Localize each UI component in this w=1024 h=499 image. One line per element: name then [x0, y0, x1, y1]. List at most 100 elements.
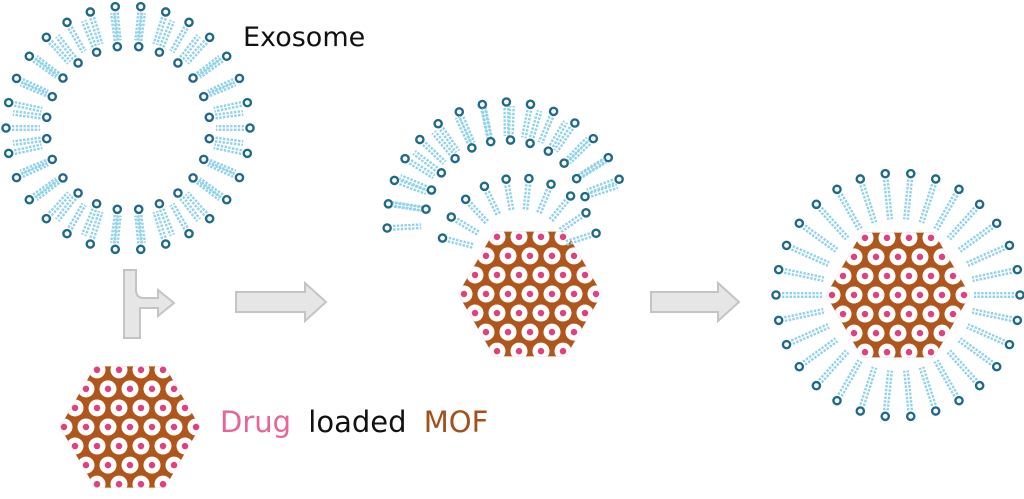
drug-molecule: [482, 252, 490, 260]
lipid-molecule: [133, 204, 147, 244]
lipid-tail: [840, 361, 863, 397]
lipid-tail: [36, 55, 61, 74]
mof-pore: [176, 366, 194, 379]
lipid-molecule: [152, 210, 171, 249]
lipid-tail: [199, 60, 224, 79]
lipid-molecule: [771, 290, 822, 300]
lipid-tail: [162, 21, 176, 48]
lipid-tail: [208, 162, 235, 176]
lipid-tail: [580, 158, 606, 175]
lipid-molecule: [520, 99, 536, 139]
lipid-head: [204, 32, 215, 43]
lipid-molecule: [855, 174, 878, 224]
mof-pore: [802, 287, 819, 304]
lipid-head: [188, 73, 198, 83]
lipid-tail: [57, 198, 77, 222]
lipid-head: [110, 244, 121, 255]
lipid-molecule: [974, 290, 1024, 300]
lipid-head: [221, 194, 232, 205]
mof-pore: [66, 475, 84, 488]
exosome-vesicle: [1, 1, 255, 255]
lipid-head: [133, 41, 144, 52]
lipid-molecule: [213, 97, 253, 113]
lipid-tail: [393, 226, 422, 231]
lipid-molecule: [902, 168, 916, 220]
lipid-tail: [886, 179, 894, 220]
lipid-head: [436, 168, 447, 178]
lipid-tail: [481, 108, 489, 137]
lipid-tail: [208, 80, 235, 94]
lipid-tail: [140, 13, 147, 42]
drug-molecule: [115, 442, 123, 450]
drug-molecule: [82, 461, 90, 469]
lipid-head: [1, 123, 11, 133]
lipid-tail: [215, 113, 244, 120]
drug-molecule: [93, 404, 101, 412]
lipid-tail: [524, 110, 533, 139]
lipid-molecule: [398, 174, 437, 195]
lipid-tail: [136, 12, 143, 41]
lipid-tail: [532, 110, 543, 139]
lipid-molecule: [481, 107, 496, 147]
lipid-tail: [195, 182, 220, 201]
drug-molecule: [526, 252, 534, 260]
lipid-head: [501, 174, 511, 185]
lipid-tail: [14, 100, 43, 110]
lipid-molecule: [188, 55, 222, 83]
drug-molecule: [105, 348, 111, 354]
lipid-molecule: [41, 32, 72, 65]
lipid-head: [184, 228, 194, 239]
lipid-head: [73, 188, 83, 198]
drug-molecule: [526, 328, 534, 336]
mof-pore: [576, 231, 594, 246]
drug-molecule: [181, 442, 189, 450]
process-arrow-1: [235, 280, 328, 324]
lipid-head: [47, 91, 58, 102]
lipid-molecule: [216, 123, 255, 133]
lipid-head: [781, 339, 792, 350]
lipid-molecule: [811, 349, 850, 391]
lipid-head: [160, 7, 171, 17]
drug-molecule: [559, 309, 567, 317]
lipid-tail: [70, 204, 87, 230]
lipid-tail: [13, 104, 42, 113]
lipid-molecule: [525, 109, 543, 149]
lipid-head: [811, 380, 822, 391]
lipid-tail: [507, 105, 512, 135]
lipid-molecule: [34, 55, 68, 83]
lipid-tail: [456, 217, 481, 233]
lipid-molecule: [80, 198, 102, 237]
lipid-tail: [818, 209, 847, 241]
lipid-head: [204, 112, 215, 123]
lipid-tail: [57, 34, 77, 58]
lipid-head: [110, 1, 121, 12]
drug-molecule: [927, 272, 935, 280]
lipid-molecule: [391, 200, 431, 214]
lipid-head: [91, 198, 102, 209]
drug-molecule: [115, 366, 123, 374]
lipid-molecule: [832, 184, 863, 231]
drug-molecule: [828, 291, 836, 299]
drug-molecule: [548, 290, 556, 298]
lipid-tail: [859, 366, 874, 406]
lipid-tail: [837, 194, 860, 231]
drug-molecule: [460, 290, 468, 298]
lipid-tail: [933, 361, 956, 397]
lipid-tail: [116, 12, 122, 41]
lipid-head: [485, 136, 496, 147]
lipid-tail: [89, 210, 101, 239]
lipid-head: [905, 411, 916, 422]
lipid-head: [62, 228, 72, 239]
lipid-head: [855, 406, 866, 416]
coated-membrane: [771, 168, 1024, 422]
lipid-head: [234, 172, 245, 183]
lipid-head: [588, 133, 599, 144]
drug-molecule: [159, 366, 167, 374]
lipid-head: [47, 154, 58, 165]
lipid-molecule: [460, 194, 490, 225]
lipid-tail: [569, 143, 592, 165]
lipid-tail: [184, 193, 206, 217]
lipid-tail: [882, 179, 890, 220]
lipid-tail: [92, 211, 104, 240]
lipid-tail: [933, 193, 956, 229]
